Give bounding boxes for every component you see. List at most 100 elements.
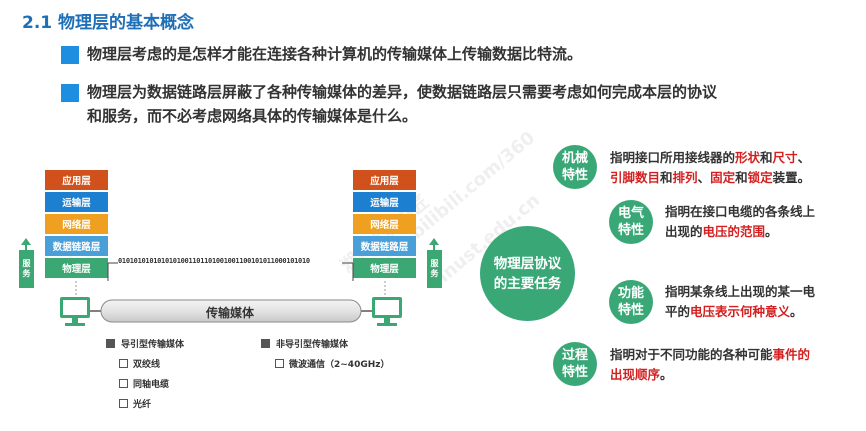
bullet-square-icon [61,46,79,64]
layer-application: 应用层 [45,170,108,190]
functional-description: 指明某条线上出现的某一电平的电压表示何种意义。 [665,282,815,322]
highlight-text: 电压的范围 [702,224,766,239]
circle-label: 电气 [617,206,644,221]
electrical-circle: 电气 特性 [609,200,653,244]
guided-item-label: 光纤 [133,400,152,410]
circle-label: 过程 [561,348,588,363]
layer-network: 网络层 [45,214,108,234]
description-text: 平的 [665,304,691,319]
description-text: 和 [735,170,748,185]
functional-circle: 功能 特性 [609,280,653,324]
service-char: 服 [22,259,31,268]
empty-square-icon [275,359,284,368]
description-line: 指明在接口电缆的各条线上 [665,202,815,222]
guided-item: 双绞线 [119,357,160,370]
empty-square-icon [119,359,128,368]
layer-network: 网络层 [353,214,416,234]
service-char: 务 [430,269,439,278]
description-text: 、 [697,170,711,185]
description-line: 指明某条线上出现的某一电 [665,282,815,302]
description-line: 指明接口所用接线器的形状和尺寸、 [610,148,810,168]
highlight-text: 事件的 [772,347,811,362]
description-text: 、 [797,150,811,165]
description-line: 出现的电压的范围。 [665,222,815,242]
description-text: 。 [790,304,803,319]
description-text: 。 [660,367,673,382]
description-line: 指明对于不同功能的各种可能事件的 [610,345,810,365]
bit-stream: 0101010101010101001101101001001100101011… [118,257,310,265]
bullet-square-icon [61,84,79,102]
empty-square-icon [119,399,128,408]
layer-datalink: 数据链路层 [45,236,108,256]
highlight-text: 出现顺序 [610,367,661,382]
layer-transport: 运输层 [353,192,416,212]
bullet-text-2-cont: 和服务，而不必考虑网络具体的传输媒体是什么。 [87,107,418,125]
circle-label: 特性 [561,365,588,380]
mechanical-description: 指明接口所用接线器的形状和尺寸、引脚数目和排列、固定和锁定装置。 [610,148,810,188]
description-text: 装置。 [772,170,811,185]
procedural-description: 指明对于不同功能的各种可能事件的出现顺序。 [610,345,810,385]
computer-icon-left [60,297,90,326]
empty-square-icon [119,379,128,388]
description-line: 平的电压表示何种意义。 [665,302,815,322]
description-line: 引脚数目和排列、固定和锁定装置。 [610,168,810,188]
filled-square-icon [106,339,115,348]
description-line: 出现顺序。 [610,365,810,385]
highlight-text: 固定 [710,170,736,185]
center-concept-circle: 物理层协议 的主要任务 [480,226,575,321]
description-text: 指明某条线上出现的某一电 [665,284,816,299]
bullet-text-1: 物理层考虑的是怎样才能在连接各种计算机的传输媒体上传输数据比特流。 [87,45,583,63]
service-char: 务 [22,269,31,278]
guided-item-label: 双绞线 [133,360,161,370]
guided-item: 光纤 [119,397,151,410]
unguided-media-heading: 非导引型传输媒体 [261,337,348,350]
filled-square-icon [261,339,270,348]
transmission-medium-pipe [100,299,362,323]
highlight-text: 形状 [735,150,761,165]
highlight-text: 电压表示何种意义 [690,304,791,319]
circle-label: 特性 [617,223,644,238]
circle-label: 特性 [561,168,588,183]
description-text: 指明对于不同功能的各种可能 [610,347,773,362]
guided-media-label: 导引型传输媒体 [121,340,185,350]
highlight-text: 排列 [672,170,698,185]
right-protocol-stack: 应用层 运输层 网络层 数据链路层 物理层 [353,170,416,278]
circle-label: 机械 [561,151,588,166]
layer-application: 应用层 [353,170,416,190]
bullet-text-2: 物理层为数据链路层屏蔽了各种传输媒体的差异，使数据链路层只需要考虑如何完成本层的… [87,83,718,101]
unguided-item-label: 微波通信（2~40GHz） [289,360,390,370]
highlight-text: 尺寸 [772,150,798,165]
description-text: 和 [660,170,673,185]
service-char: 服 [430,259,439,268]
electrical-description: 指明在接口电缆的各条线上出现的电压的范围。 [665,202,815,242]
description-text: 出现的 [665,224,703,239]
guided-item-label: 同轴电缆 [133,380,170,390]
transmission-medium-label: 传输媒体 [206,306,255,320]
left-protocol-stack: 应用层 运输层 网络层 数据链路层 物理层 [45,170,108,278]
circle-label: 功能 [617,286,644,301]
service-arrowhead-right [429,238,439,245]
center-concept-line: 物理层协议 [493,255,562,272]
description-text: 指明接口所用接线器的 [610,150,736,165]
guided-item: 同轴电缆 [119,377,169,390]
computer-icon-right [372,297,402,326]
layer-physical: 物理层 [353,258,416,278]
layer-transport: 运输层 [45,192,108,212]
unguided-item: 微波通信（2~40GHz） [275,357,390,370]
procedural-circle: 过程 特性 [553,342,597,386]
layer-physical: 物理层 [45,258,108,278]
service-tag-right: 服 务 [427,250,442,288]
page-title: 2.1 物理层的基本概念 [22,13,195,33]
description-text: 。 [765,224,778,239]
layer-datalink: 数据链路层 [353,236,416,256]
unguided-media-label: 非导引型传输媒体 [276,340,349,350]
service-arrowhead-left [21,238,31,245]
service-tag-left: 服 务 [19,250,34,288]
highlight-text: 锁定 [747,170,773,185]
description-text: 指明在接口电缆的各条线上 [665,204,816,219]
highlight-text: 引脚数目 [610,170,661,185]
circle-label: 特性 [617,303,644,318]
description-text: 和 [760,150,773,165]
